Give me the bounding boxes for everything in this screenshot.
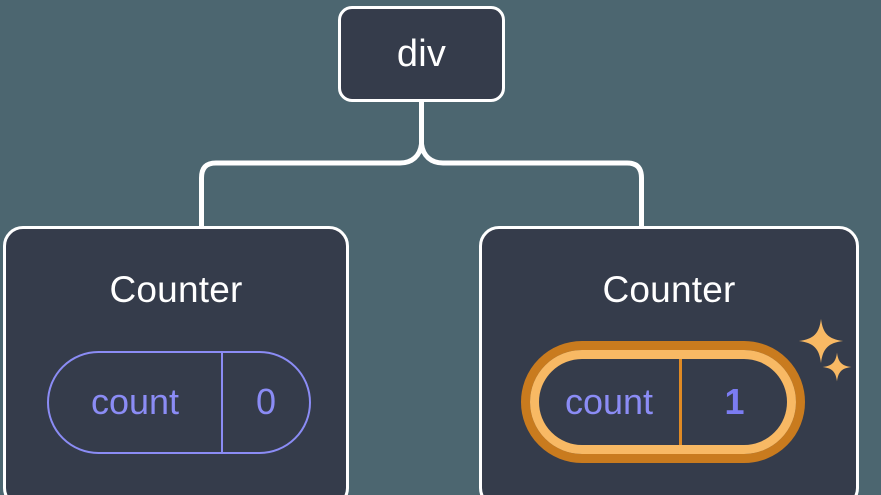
state-pill-right[interactable]: count 1 [518, 339, 808, 465]
sparkle-icon [798, 318, 844, 364]
state-pill-left-key: count [90, 381, 180, 422]
state-pill-right-key-cell: count [539, 359, 682, 445]
state-pill-right-key: count [564, 381, 654, 422]
node-counter-left[interactable]: Counter count 0 [3, 226, 349, 495]
state-pill-left-value-cell: 0 [223, 353, 309, 452]
node-counter-left-title: Counter [109, 269, 243, 310]
state-pill-left[interactable]: count 0 [45, 349, 313, 455]
state-pill-right-value: 1 [724, 381, 745, 422]
node-counter-right[interactable]: Counter count 1 [479, 226, 859, 495]
node-div-label: div [396, 33, 447, 75]
state-pill-left-value: 0 [255, 381, 277, 422]
sparkle-icon [822, 352, 852, 382]
edge-to-counter-right [419, 141, 644, 231]
node-div[interactable]: div [338, 6, 505, 102]
state-pill-left-body: count 0 [47, 350, 311, 454]
edge-to-counter-left [199, 141, 424, 231]
state-pill-right-body: count 1 [521, 341, 805, 463]
state-pill-right-value-cell: 1 [682, 359, 787, 445]
state-pill-right-inner-ring: count 1 [530, 350, 796, 454]
node-counter-right-title: Counter [602, 269, 736, 310]
state-pill-left-key-cell: count [49, 352, 223, 452]
